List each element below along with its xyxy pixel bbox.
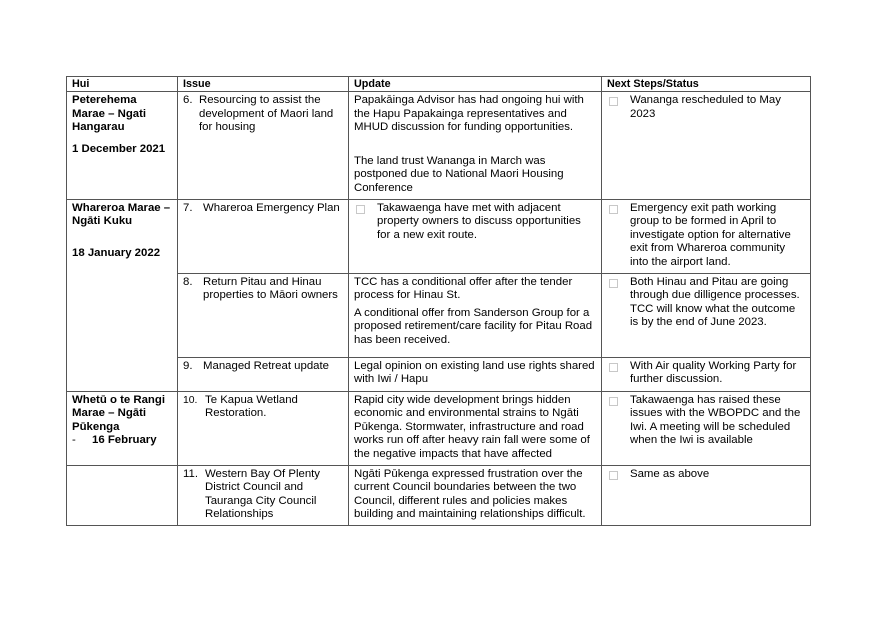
issue-text: Return Pitau and Hinau properties to Māo… bbox=[203, 275, 338, 302]
checkbox-bullet-icon bbox=[609, 204, 618, 214]
issue-cell: 11. Western Bay Of Plenty District Counc… bbox=[177, 464, 349, 526]
header-issue: Issue bbox=[177, 76, 349, 92]
next-steps-cell: Emergency exit path working group to be … bbox=[601, 198, 811, 274]
next-steps-text: Same as above bbox=[630, 467, 710, 480]
update-text: Takawaenga have met with adjacent proper… bbox=[377, 201, 581, 241]
table-row: 8. Return Pitau and Hinau properties to … bbox=[67, 272, 811, 358]
update-text: TCC has a conditional offer after the te… bbox=[354, 275, 573, 302]
hui-cell: Whareroa Marae – Ngāti Kuku 18 January 2… bbox=[66, 198, 178, 392]
next-steps-text: Wananga rescheduled to May 2023 bbox=[630, 94, 781, 120]
update-text: Ngāti Pūkenga expressed frustration over… bbox=[354, 467, 586, 521]
hui-cell: Whetū o te Rangi Marae – Ngāti Pūkenga -… bbox=[66, 390, 178, 466]
update-cell: Takawaenga have met with adjacent proper… bbox=[348, 198, 602, 274]
next-steps-text: Emergency exit path working group to be … bbox=[630, 201, 791, 268]
issue-cell: 9. Managed Retreat update bbox=[177, 356, 349, 392]
next-steps-cell: Same as above bbox=[601, 464, 811, 526]
issue-cell: 8. Return Pitau and Hinau properties to … bbox=[177, 272, 349, 358]
issue-number: 11. bbox=[183, 467, 198, 480]
list-dash: - bbox=[72, 434, 76, 447]
issue-cell: 10. Te Kapua Wetland Restoration. bbox=[177, 390, 349, 466]
update-text: Rapid city wide development brings hidde… bbox=[354, 393, 590, 460]
update-cell: TCC has a conditional offer after the te… bbox=[348, 272, 602, 358]
update-cell: Legal opinion on existing land use right… bbox=[348, 356, 602, 392]
table-row: Peterehema Marae – Ngati Hangarau 1 Dece… bbox=[66, 91, 811, 200]
issue-text: Western Bay Of Plenty District Council a… bbox=[205, 467, 321, 521]
update-cell: Rapid city wide development brings hidde… bbox=[348, 390, 602, 466]
update-cell: Ngāti Pūkenga expressed frustration over… bbox=[348, 464, 602, 526]
next-steps-text: Takawaenga has raised these issues with … bbox=[630, 393, 801, 447]
hui-cell: Peterehema Marae – Ngati Hangarau 1 Dece… bbox=[66, 91, 178, 200]
update-text: Papakāinga Advisor has had ongoing hui w… bbox=[354, 94, 584, 134]
hui-date: 18 January 2022 bbox=[72, 246, 161, 259]
update-cell: Papakāinga Advisor has had ongoing hui w… bbox=[348, 91, 602, 200]
update-text: The land trust Wananga in March was post… bbox=[354, 154, 564, 194]
header-update: Update bbox=[348, 76, 602, 92]
checkbox-bullet-icon bbox=[609, 396, 618, 406]
issue-number: 7. bbox=[183, 201, 193, 214]
issue-text: Whareroa Emergency Plan bbox=[203, 201, 340, 214]
issue-number: 6. bbox=[183, 94, 193, 106]
hui-date: 16 February bbox=[92, 434, 157, 447]
next-steps-text: Both Hinau and Pitau are going through d… bbox=[630, 275, 800, 329]
issue-number: 9. bbox=[183, 359, 193, 372]
table-row: 11. Western Bay Of Plenty District Counc… bbox=[66, 464, 811, 526]
table-row: Whareroa Marae – Ngāti Kuku 18 January 2… bbox=[66, 198, 811, 392]
hui-name: Peterehema Marae – Ngati Hangarau bbox=[72, 94, 147, 134]
checkbox-bullet-icon bbox=[609, 362, 618, 372]
issue-number: 10. bbox=[183, 394, 198, 406]
table-row: Whetū o te Rangi Marae – Ngāti Pūkenga -… bbox=[66, 390, 811, 466]
header-next-steps: Next Steps/Status bbox=[601, 76, 811, 92]
hui-cell bbox=[66, 464, 178, 526]
next-steps-cell: Both Hinau and Pitau are going through d… bbox=[601, 272, 811, 358]
hui-status-table: Hui Issue Update Next Steps/Status Peter… bbox=[66, 76, 811, 526]
hui-date: 1 December 2021 bbox=[72, 142, 166, 155]
issue-text: Resourcing to assist the development of … bbox=[199, 94, 334, 134]
header-hui: Hui bbox=[66, 76, 178, 92]
update-text: Legal opinion on existing land use right… bbox=[354, 359, 595, 386]
checkbox-bullet-icon bbox=[609, 470, 618, 480]
issue-text: Te Kapua Wetland Restoration. bbox=[205, 393, 298, 420]
update-text: A conditional offer from Sanderson Group… bbox=[354, 306, 593, 346]
issue-number: 8. bbox=[183, 275, 193, 288]
next-steps-cell: Wananga rescheduled to May 2023 bbox=[601, 91, 811, 200]
issue-text: Managed Retreat update bbox=[203, 359, 330, 372]
table-header-row: Hui Issue Update Next Steps/Status bbox=[66, 76, 811, 92]
next-steps-text: With Air quality Working Party for furth… bbox=[630, 359, 797, 386]
hui-name: Whetū o te Rangi Marae – Ngāti Pūkenga bbox=[72, 393, 166, 433]
issue-cell: 7. Whareroa Emergency Plan bbox=[177, 198, 349, 274]
checkbox-bullet-icon bbox=[356, 204, 365, 214]
next-steps-cell: With Air quality Working Party for furth… bbox=[601, 356, 811, 392]
hui-name: Whareroa Marae – Ngāti Kuku bbox=[72, 201, 171, 228]
table-row: 9. Managed Retreat update Legal opinion … bbox=[67, 356, 811, 392]
next-steps-cell: Takawaenga has raised these issues with … bbox=[601, 390, 811, 466]
checkbox-bullet-icon bbox=[609, 278, 618, 288]
issue-cell: 6. Resourcing to assist the development … bbox=[177, 91, 349, 200]
checkbox-bullet-icon bbox=[609, 97, 618, 106]
